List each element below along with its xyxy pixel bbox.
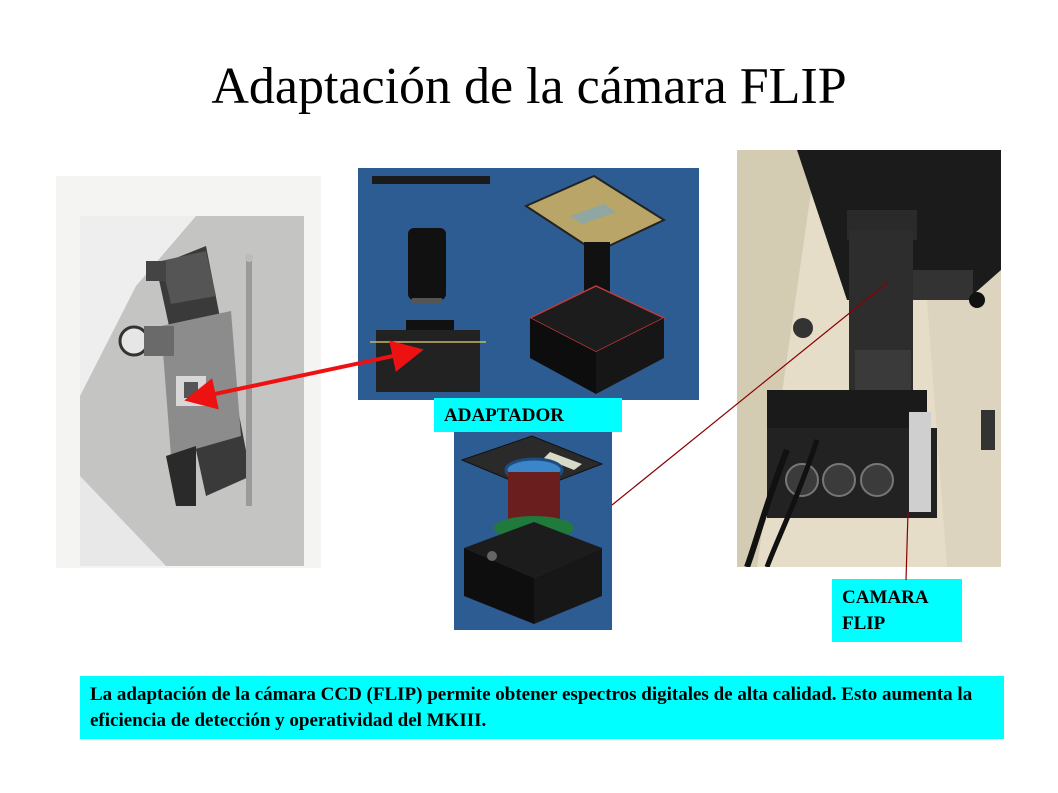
- camera-label: CAMARA FLIP: [832, 579, 962, 642]
- caption-text: La adaptación de la cámara CCD (FLIP) pe…: [90, 684, 973, 732]
- camera-label-line1: CAMARA: [842, 587, 929, 608]
- adapter-label-text: ADAPTADOR: [444, 405, 564, 426]
- caption-box: La adaptación de la cámara CCD (FLIP) pe…: [80, 676, 1004, 739]
- slide-title: Adaptación de la cámara FLIP: [211, 58, 847, 115]
- camera-label-line2: FLIP: [842, 612, 886, 634]
- spectrograph-photo: [56, 176, 321, 568]
- adapter-render-bottom: [454, 430, 612, 630]
- adapter-render-top: [358, 168, 699, 400]
- adapter-label: ADAPTADOR: [434, 398, 622, 432]
- flip-camera-photo: [737, 150, 1001, 567]
